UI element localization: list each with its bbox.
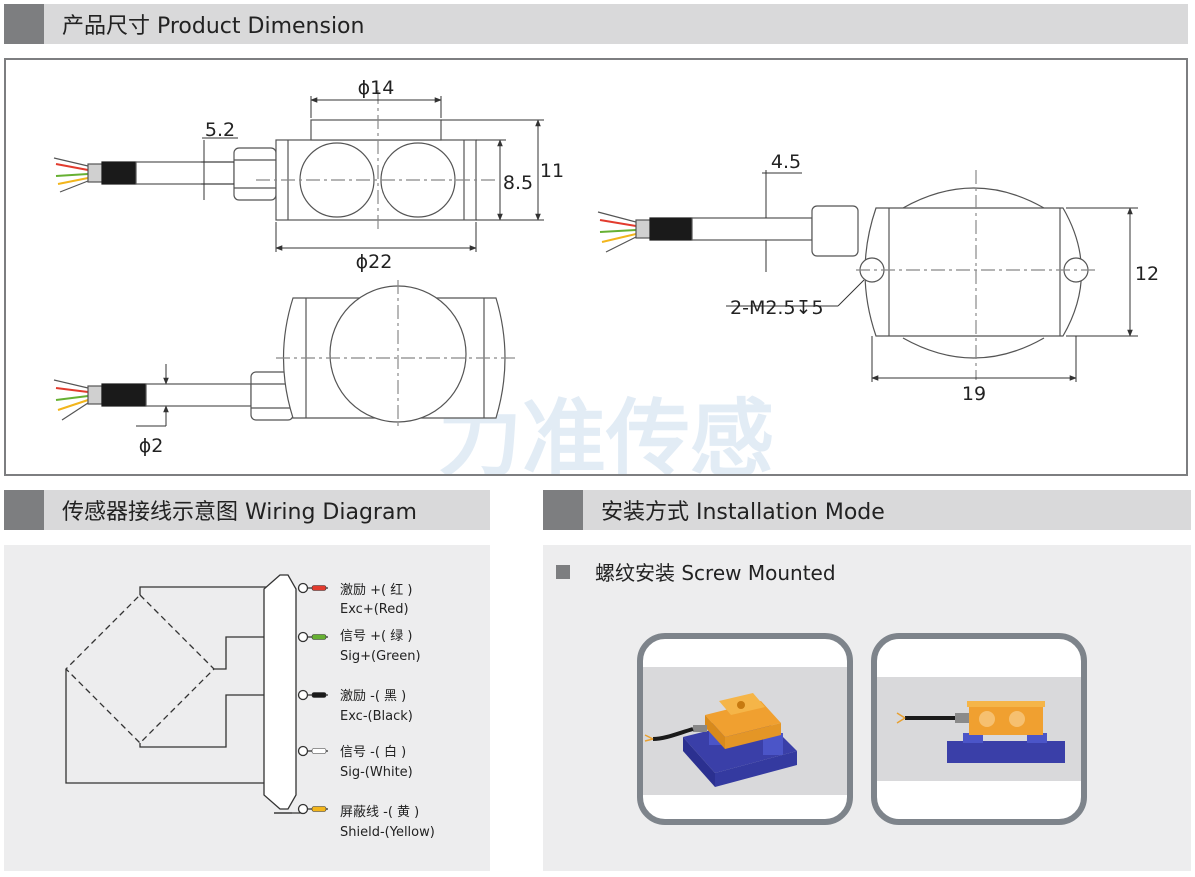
wire-label-cn: 激励 -( 黑 ) [340,689,406,704]
bullet-square [556,564,570,579]
front-render [877,677,1081,781]
wiring-title: 传感器接线示意图 Wiring Diagram [62,500,417,525]
dim-phi14: ϕ14 [358,77,395,99]
install-photo-iso [637,633,853,825]
dim-19: 19 [962,383,986,405]
dim-phi2: ϕ2 [139,435,164,457]
dim-11: 11 [540,160,564,182]
install-subtitle-row: 螺纹安装 Screw Mounted [556,557,836,586]
bridge [65,574,304,814]
wire-label-en: Sig-(White) [340,765,413,780]
top-view-dimensions [136,364,169,427]
install-title: 安装方式 Installation Mode [601,500,885,525]
dimension-drawing: 力准传感 [53,77,1159,488]
side-view-dimensions [201,96,544,252]
header-block [4,4,44,44]
wire-label-en: Exc+(Red) [340,602,409,617]
wire-label-en: Exc-(Black) [340,709,413,724]
header-block [543,490,583,530]
wire-label-cn: 信号 +( 绿 ) [340,629,412,644]
dim-hole-spec: 2-M2.5↧5 [730,297,824,319]
wire-label-en: Sig+(Green) [340,649,421,664]
wire-label-cn: 激励 +( 红 ) [340,582,412,598]
terminal-exc-minus [297,689,328,701]
terminal-sig-plus [297,631,328,643]
dimension-header: 产品尺寸 Product Dimension [4,4,1188,44]
dim-4-5: 4.5 [771,151,801,173]
iso-render [643,667,847,795]
top-view [53,280,516,430]
dimension-title: 产品尺寸 Product Dimension [62,14,365,39]
wiring-header: 传感器接线示意图 Wiring Diagram [4,490,490,530]
install-panel: 螺纹安装 Screw Mounted [543,545,1191,871]
dimension-panel: 力准传感 [4,58,1188,488]
terminal-shield [297,803,328,815]
wire-label-cn: 信号 -( 白 ) [340,744,406,760]
terminals [297,582,328,815]
bottom-view-dimensions [726,170,1138,382]
wiring-diagram: 激励 +( 红 ) Exc+(Red) 信号 +( 绿 ) Sig+(Green… [65,574,435,840]
wire-label-cn: 屏蔽线 -( 黄 ) [340,805,419,820]
dim-phi22: ϕ22 [356,251,393,273]
wire-labels: 激励 +( 红 ) Exc+(Red) 信号 +( 绿 ) Sig+(Green… [340,582,435,840]
header-block [4,490,44,530]
terminal-exc-plus [297,582,328,594]
terminal-sig-minus [297,745,328,757]
dim-8-5: 8.5 [503,172,533,194]
install-header: 安装方式 Installation Mode [543,490,1191,530]
wire-label-en: Shield-(Yellow) [340,825,435,840]
wiring-panel: 激励 +( 红 ) Exc+(Red) 信号 +( 绿 ) Sig+(Green… [4,545,490,871]
install-photo-front [871,633,1087,825]
install-subtitle: 螺纹安装 Screw Mounted [595,561,836,585]
dim-12: 12 [1135,263,1159,285]
bottom-view [597,170,1096,380]
dim-5-2: 5.2 [205,119,235,141]
side-view [53,90,496,230]
